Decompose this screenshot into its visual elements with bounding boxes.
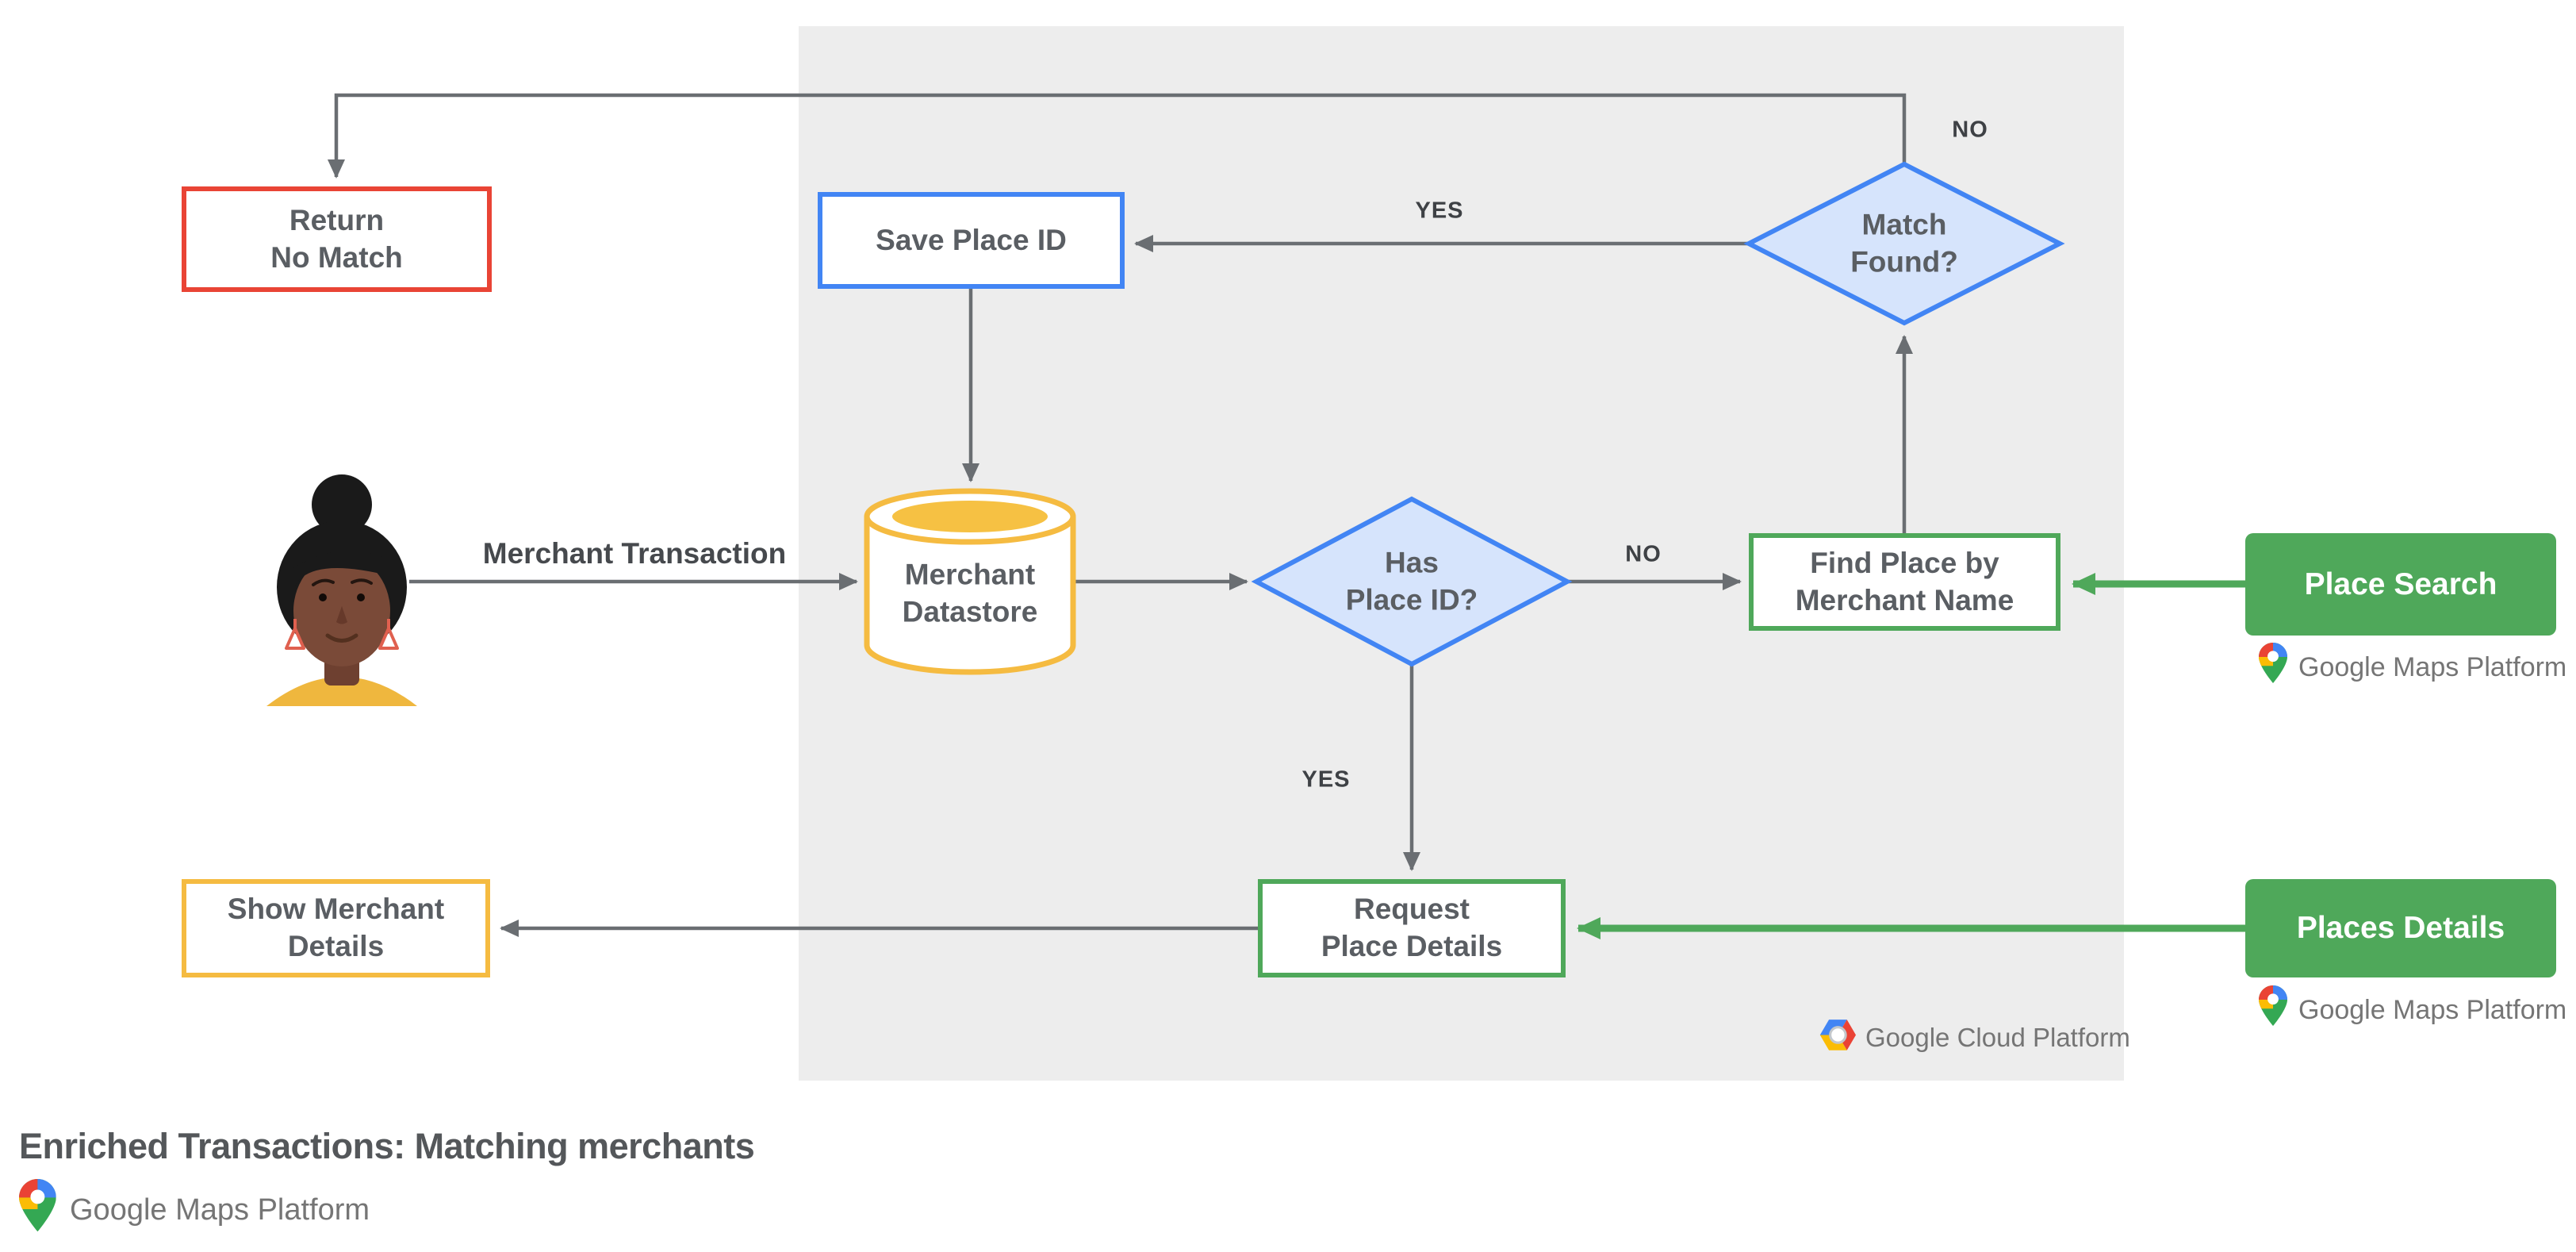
edge-label-no-top: NO (1952, 117, 1988, 143)
node-places-details-api: Places Details (2245, 879, 2556, 977)
google-maps-platform-pin-icon (19, 1179, 56, 1231)
user-avatar-icon (266, 474, 417, 706)
match-found-diamond (1743, 161, 2065, 326)
node-find-place-by-merchant-name: Find Place by Merchant Name (1749, 533, 2060, 631)
edge-label-yes-save: YES (1415, 198, 1464, 224)
google-maps-platform-logo-text: Google Maps Platform (2298, 652, 2567, 682)
google-maps-platform-logo-text: Google Maps Platform (70, 1193, 370, 1227)
avatar-nose (336, 606, 347, 624)
has-place-id-diamond (1251, 496, 1573, 667)
node-request-place-details: Request Place Details (1258, 879, 1566, 977)
avatar-bangs (293, 551, 390, 589)
match-found-label: Match Found? (1850, 208, 1958, 278)
merchant-transaction-label: Merchant Transaction (482, 537, 787, 570)
avatar-earring-left (285, 627, 305, 650)
edge-match-found-no-to-return (328, 93, 1907, 179)
node-show-merchant-details: Show Merchant Details (182, 879, 490, 977)
avatar-shoulders (266, 677, 417, 706)
page-title: Enriched Transactions: Matching merchant… (19, 1126, 755, 1166)
merchant-datastore-label: Merchant Datastore (902, 558, 1038, 628)
edge-label-no-find-place: NO (1625, 541, 1662, 567)
has-place-id-label: Has Place ID? (1345, 546, 1478, 616)
node-place-search-api: Place Search (2245, 533, 2556, 636)
google-cloud-platform-hexagon-icon (1819, 1018, 1857, 1052)
google-cloud-platform-logo-text: Google Cloud Platform (1865, 1023, 2130, 1052)
avatar-eye-left (319, 593, 327, 601)
node-save-place-id: Save Place ID (818, 192, 1125, 289)
google-maps-platform-pin-icon (2259, 643, 2287, 683)
avatar-eyebrow-left (312, 578, 335, 586)
avatar-hair-bun (312, 474, 372, 535)
merchant-datastore-cylinder (864, 488, 1076, 675)
google-maps-platform-pin-icon (2259, 985, 2287, 1026)
avatar-earring-right (378, 627, 399, 650)
google-maps-platform-logo-text: Google Maps Platform (2298, 995, 2567, 1025)
edge-label-yes-request: YES (1301, 766, 1351, 793)
node-return-no-match: Return No Match (182, 186, 492, 292)
avatar-eyebrow-right (351, 578, 373, 585)
avatar-eye-right (357, 593, 365, 601)
avatar-mouth (325, 633, 358, 643)
